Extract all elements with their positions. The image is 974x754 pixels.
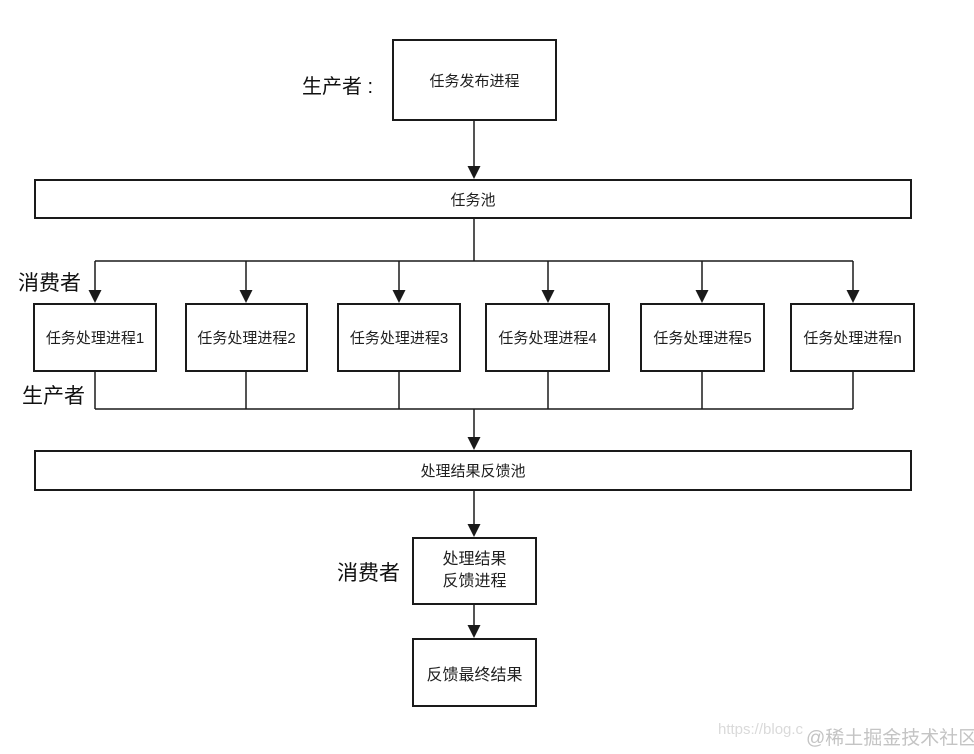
process-node-2: 任务处理进程2 [185,303,308,372]
process-node-1: 任务处理进程1 [33,303,157,372]
process-node-5: 任务处理进程5 [640,303,765,372]
process-node-3: 任务处理进程3 [337,303,461,372]
feedback-pool-node: 处理结果反馈池 [34,450,912,491]
task-pool-node: 任务池 [34,179,912,219]
task-publish-process-node: 任务发布进程 [392,39,557,121]
arrowhead-icons [88,166,860,638]
watermark-community-text: @稀土掘金技术社区 [806,728,974,749]
process-node-n: 任务处理进程n [790,303,915,372]
feedback-process-node: 处理结果 反馈进程 [412,537,537,605]
process-node-4: 任务处理进程4 [485,303,610,372]
watermark-url-text: https://blog.c [718,721,804,738]
consumer-top-label: 消费者 [18,272,81,295]
producer-mid-label: 生产者 [22,385,85,408]
final-result-node: 反馈最终结果 [412,638,537,707]
producer-top-label: 生产者 : [302,76,374,98]
consumer-bottom-label: 消费者 [337,562,400,585]
